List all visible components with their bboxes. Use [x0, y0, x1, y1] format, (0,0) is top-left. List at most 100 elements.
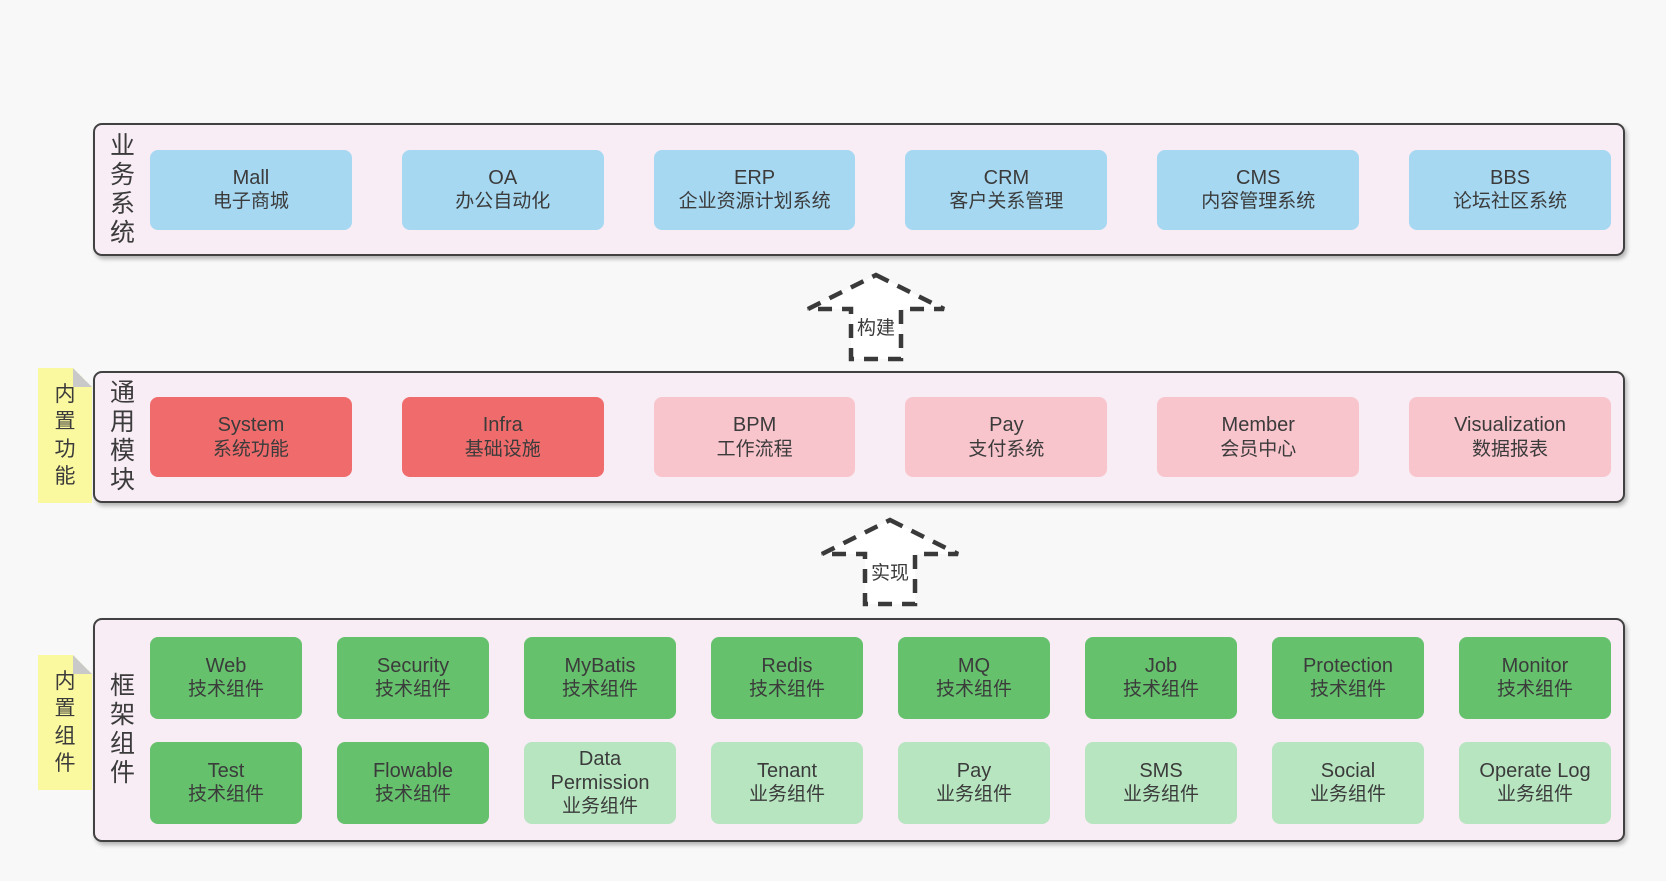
node-name: Mall: [232, 166, 270, 189]
folded-corner-icon: [73, 368, 92, 387]
node-name: Pay: [956, 759, 992, 782]
folded-corner-icon: [73, 655, 92, 674]
node-subtitle: 企业资源计划系统: [678, 191, 831, 213]
node-name: MyBatis: [564, 654, 636, 677]
node-subtitle: 客户关系管理: [949, 191, 1064, 213]
node-name: MQ: [957, 654, 991, 677]
node-name: Tenant: [756, 759, 818, 782]
node-name: CRM: [983, 166, 1030, 189]
node-subtitle: 会员中心: [1220, 438, 1297, 460]
arrow-build-label: 构建: [856, 318, 895, 339]
dashed-up-arrow-icon: [820, 517, 960, 607]
dashed-up-arrow-icon: [806, 272, 946, 362]
node-name: CMS: [1236, 166, 1281, 189]
node-subtitle: 办公自动化: [455, 191, 551, 213]
sticky-note-built-in-components: 内 置 组 件: [38, 655, 92, 790]
node-subtitle: 工作流程: [716, 438, 793, 460]
node-subtitle: 论坛社区系统: [1453, 191, 1568, 213]
node-subtitle: 技术组件: [187, 784, 264, 806]
node-name: Data Permission: [550, 747, 650, 794]
node-subtitle: 技术组件: [374, 679, 451, 701]
band-label-common-modules: 通 用 模 块: [109, 379, 135, 494]
node-name: Visualization: [1454, 414, 1567, 437]
node-subtitle: 基础设施: [464, 438, 541, 460]
node-name: Web: [205, 654, 247, 677]
node-subtitle: 数据报表: [1472, 438, 1549, 460]
band-label-business-systems: 业 务 系 统: [109, 131, 135, 247]
node-name: Social: [1320, 759, 1376, 782]
node-name: Infra: [482, 414, 523, 437]
node-subtitle: 电子商城: [212, 191, 289, 213]
node-subtitle: 技术组件: [374, 784, 451, 806]
node-name: Job: [1144, 654, 1178, 677]
node-subtitle: 技术组件: [748, 679, 825, 701]
node-subtitle: 业务组件: [935, 784, 1012, 806]
sticky-note-built-in-features: 内 置 功 能: [38, 368, 92, 503]
node-name: Operate Log: [1479, 759, 1591, 782]
node-name: SMS: [1139, 759, 1183, 782]
node-subtitle: 系统功能: [212, 438, 289, 460]
node-subtitle: 内容管理系统: [1201, 191, 1316, 213]
node-name: System: [217, 414, 285, 437]
arrow-implement: 实现: [820, 517, 960, 607]
node-subtitle: 业务组件: [561, 796, 638, 818]
node-subtitle: 技术组件: [1309, 679, 1386, 701]
node-name: ERP: [734, 166, 776, 189]
node-subtitle: 技术组件: [1122, 679, 1199, 701]
sticky-note-label: 内 置 功 能: [54, 382, 76, 488]
node-name: Monitor: [1501, 654, 1569, 677]
node-name: Flowable: [372, 759, 454, 782]
node-name: Test: [207, 759, 245, 782]
node-subtitle: 技术组件: [187, 679, 264, 701]
node-name: Protection: [1302, 654, 1394, 677]
node-subtitle: 支付系统: [968, 438, 1045, 460]
band-label-framework-components: 框 架 组 件: [109, 672, 135, 787]
node-subtitle: 业务组件: [1122, 784, 1199, 806]
node-name: Pay: [989, 414, 1024, 437]
arrow-implement-label: 实现: [870, 563, 909, 584]
arrow-build: 构建: [806, 272, 946, 362]
node-name: Redis: [761, 654, 813, 677]
node-subtitle: 技术组件: [1496, 679, 1573, 701]
node-subtitle: 技术组件: [935, 679, 1012, 701]
node-subtitle: 业务组件: [748, 784, 825, 806]
node-name: BPM: [732, 414, 777, 437]
node-name: Security: [376, 654, 450, 677]
node-name: OA: [488, 166, 518, 189]
